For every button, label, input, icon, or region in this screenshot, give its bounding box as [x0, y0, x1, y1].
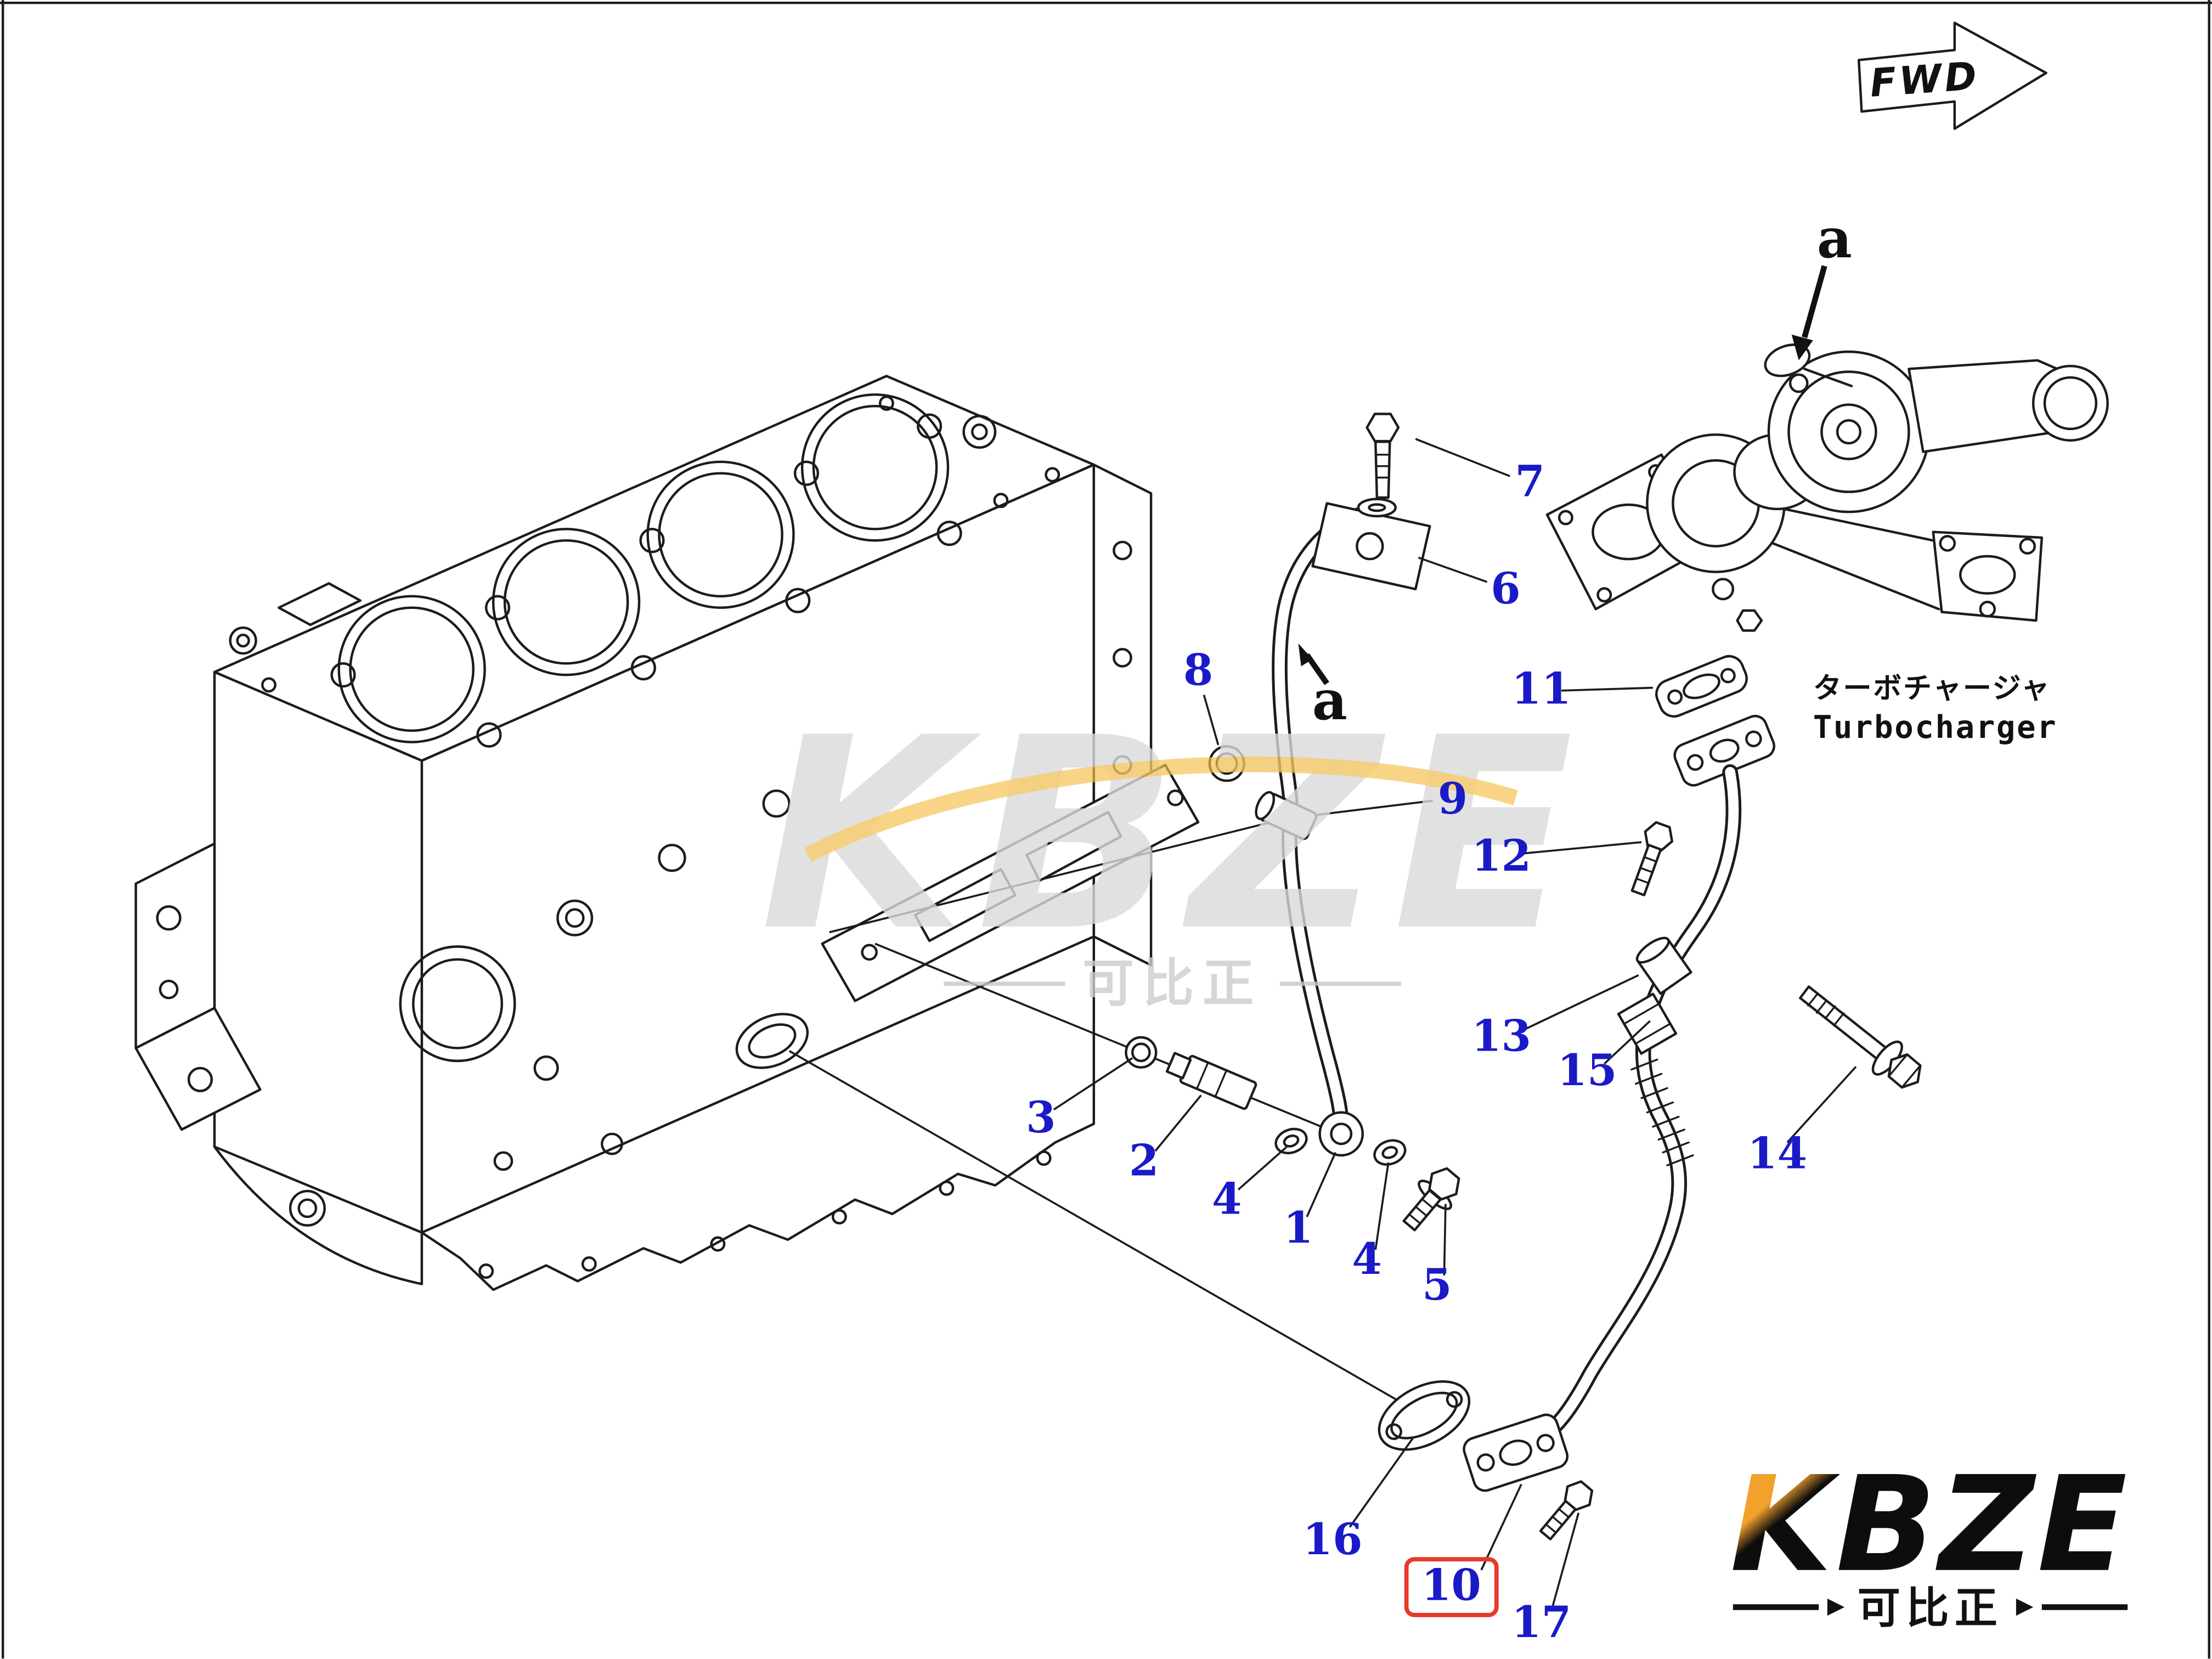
- banjo-bolt: [1357, 413, 1400, 518]
- view-arrow-top: [1791, 265, 1827, 360]
- engine-block-drawing: [134, 375, 1200, 1291]
- o-ring: [1125, 1036, 1158, 1069]
- turbocharger-drawing: [1545, 343, 2109, 632]
- gasket-upper: [1655, 655, 1748, 718]
- watermark-subtext: 可比正: [1082, 953, 1262, 1013]
- bolt: [1402, 1167, 1460, 1232]
- watermark: KBZE 可比正: [760, 681, 1585, 1014]
- washer: [1274, 1127, 1308, 1154]
- spacer-sleeve: [1635, 936, 1692, 995]
- watermark-text: KBZE: [760, 681, 1585, 989]
- turbocharger-label-jp: ターボチャージャ: [1813, 672, 2051, 705]
- fwd-arrow: FWD: [1857, 21, 2047, 130]
- watermark-swoosh: [804, 757, 1518, 862]
- bolt: [1539, 1480, 1594, 1541]
- oil-supply-tube: [1125, 413, 1460, 1232]
- tube-flange-lower: [1463, 1413, 1569, 1492]
- elbow-union: [1255, 791, 1318, 840]
- bolt-long: [1799, 985, 1922, 1089]
- view-arrow-mid: [1298, 643, 1329, 685]
- logo-arrow-left: [1827, 1598, 1845, 1616]
- fwd-label: FWD: [1869, 53, 1981, 106]
- view-label-top: a: [1817, 207, 1852, 270]
- leader-lines: [1053, 438, 1857, 1606]
- washer: [1373, 1139, 1407, 1166]
- connector-fitting: [1165, 1052, 1257, 1110]
- logo-letters-bze: BZE: [1836, 1448, 2130, 1601]
- banjo-block: [1311, 502, 1431, 591]
- oil-return-tube: [1378, 655, 1922, 1541]
- gasket-lower: [1378, 1380, 1471, 1451]
- locating-lines: [788, 818, 1425, 1417]
- view-label-mid: a: [1312, 669, 1347, 732]
- logo-letter-k: K: [1730, 1448, 1841, 1601]
- banjo-eye: [1318, 1111, 1364, 1157]
- turbocharger-label-en: Turbocharger: [1813, 709, 2057, 746]
- bolt: [1630, 821, 1674, 896]
- logo-subtext: 可比正: [1858, 1583, 2004, 1633]
- flex-hose-ribs: [1630, 1058, 1694, 1166]
- logo-arrow-right: [2016, 1598, 2034, 1616]
- brand-logo: K BZE 可比正: [1730, 1448, 2130, 1633]
